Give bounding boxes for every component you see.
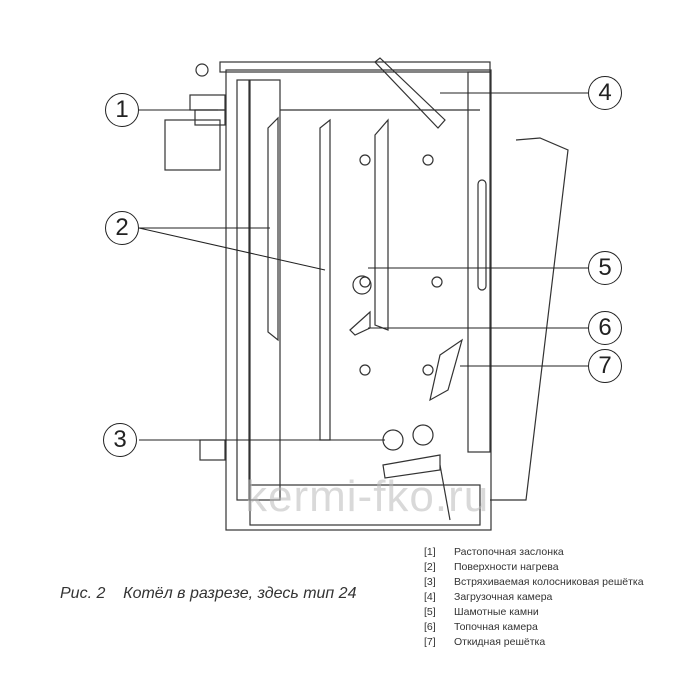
legend-num: [4] xyxy=(424,591,436,603)
legend-item: [7] Откидная решётка xyxy=(424,635,644,650)
callout-4: 4 xyxy=(588,76,622,110)
legend-item: [6] Топочная камера xyxy=(424,620,644,635)
shaking-grate xyxy=(382,429,404,451)
callout-7: 7 xyxy=(588,349,622,383)
boiler-body xyxy=(225,69,492,531)
heat-surface-center xyxy=(319,118,331,441)
legend-label: Загрузочная камера xyxy=(454,591,553,603)
legend-item: [3] Встряхиваемая колосниковая решётка xyxy=(424,575,644,590)
callout-5: 5 xyxy=(588,251,622,285)
legend-label: Шамотные камни xyxy=(454,606,539,618)
legend-label: Встряхиваемая колосниковая решётка xyxy=(454,576,644,588)
callout-2: 2 xyxy=(105,211,139,245)
caption-text: Котёл в разрезе, здесь тип 24 xyxy=(123,585,357,602)
callout-3: 3 xyxy=(103,423,137,457)
legend-label: Откидная решётка xyxy=(454,636,546,648)
legend-label: Растопочная заслонка xyxy=(454,546,564,558)
legend-item: [4] Загрузочная камера xyxy=(424,590,644,605)
legend-num: [6] xyxy=(424,621,436,633)
legend-num: [5] xyxy=(424,606,436,618)
legend-item: [2] Поверхности нагрева xyxy=(424,560,644,575)
callout-6: 6 xyxy=(588,311,622,345)
legend-num: [3] xyxy=(424,576,436,588)
legend-label: Топочная камера xyxy=(454,621,538,633)
legend-num: [1] xyxy=(424,546,436,558)
folding-grate xyxy=(429,338,464,402)
legend-item: [1] Растопочная заслонка xyxy=(424,545,644,560)
legend-label: Поверхности нагрева xyxy=(454,561,559,573)
front-door xyxy=(490,137,569,501)
flap-housing xyxy=(164,119,221,171)
callout-1: 1 xyxy=(105,93,139,127)
figure-caption: Рис. 2 Котёл в разрезе, здесь тип 24 xyxy=(60,585,356,603)
legend-num: [7] xyxy=(424,636,436,648)
watermark: kermi-fko.ru xyxy=(245,472,490,521)
legend: [1] Растопочная заслонка [2] Поверхности н… xyxy=(424,545,644,650)
heat-surface-left xyxy=(267,116,279,342)
legend-num: [2] xyxy=(424,561,436,573)
chamotte-stone xyxy=(352,275,372,295)
heat-surface-right xyxy=(374,118,389,331)
door-lever xyxy=(374,57,446,129)
legend-item: [5] Шамотные камни xyxy=(424,605,644,620)
caption-number: Рис. 2 xyxy=(60,585,106,602)
